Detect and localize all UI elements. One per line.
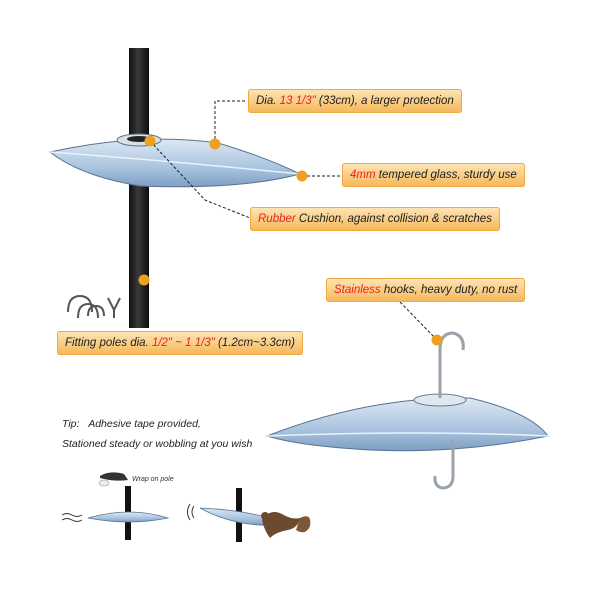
- callout-poles: Fitting poles dia. 1/2" ~ 1 1/3" (1.2cm~…: [57, 331, 303, 355]
- bottom-hook-icon: [433, 440, 455, 490]
- leader-hooks: [399, 301, 438, 341]
- wrap-note: Wrap on pole: [132, 476, 174, 483]
- tape-roll-icon: [100, 472, 128, 481]
- callout-diameter: Dia. 13 1/3" (33cm), a larger protection: [248, 89, 462, 113]
- dot-glass: [296, 170, 308, 182]
- main-baffle: [48, 133, 302, 188]
- tip-line-1: Tip: Adhesive tape provided,: [62, 418, 201, 430]
- dot-hooks: [431, 334, 443, 346]
- hardware-clips-icon: [67, 294, 121, 319]
- leader-rubber: [149, 140, 251, 219]
- sound-waves-icon: [187, 503, 195, 521]
- callout-glass: 4mm tempered glass, sturdy use: [342, 163, 525, 187]
- wrap-diagram: [61, 472, 170, 540]
- hanging-baffle: [265, 393, 549, 452]
- squirrel-icon: [261, 512, 311, 538]
- wind-icon: [61, 513, 83, 522]
- pole: [129, 48, 149, 328]
- dot-poles: [138, 274, 150, 286]
- wobble-diagram: [187, 488, 311, 542]
- top-hook-icon: [438, 331, 465, 398]
- leader-diameter: [214, 100, 247, 144]
- tip-line-2: Stationed steady or wobbling at you wish: [62, 438, 253, 450]
- dot-rubber: [144, 135, 156, 147]
- callout-rubber: Rubber Cushion, against collision & scra…: [250, 207, 500, 231]
- callout-hooks: Stainless hooks, heavy duty, no rust: [326, 278, 526, 302]
- dot-diameter: [209, 138, 221, 150]
